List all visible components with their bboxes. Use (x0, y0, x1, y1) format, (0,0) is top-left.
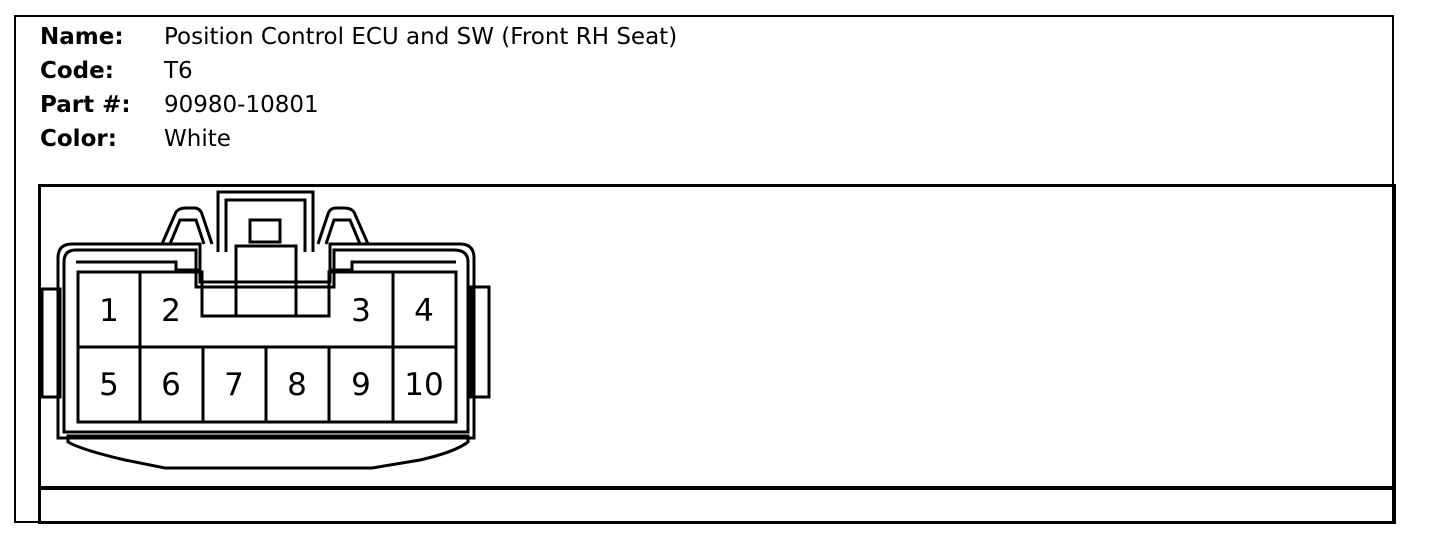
pin-8: 8 (287, 367, 307, 403)
connector-color: White (164, 126, 231, 152)
pin-6: 6 (161, 367, 181, 403)
name-label: Name: (40, 24, 124, 50)
code-label: Code: (40, 58, 114, 84)
color-label: Color: (40, 126, 117, 152)
connector-view-frame (38, 184, 1396, 524)
pin-1: 1 (99, 293, 119, 329)
connector-part-number: 90980-10801 (164, 92, 319, 118)
connector-name: Position Control ECU and SW (Front RH Se… (164, 24, 678, 50)
pin-7: 7 (224, 367, 244, 403)
pin-5: 5 (99, 367, 119, 403)
part-label: Part #: (40, 92, 131, 118)
pin-10: 10 (404, 367, 444, 403)
connector-code: T6 (164, 58, 193, 84)
pin-2: 2 (161, 293, 181, 329)
pin-9: 9 (351, 367, 371, 403)
frame-divider (38, 486, 1396, 490)
pin-4: 4 (414, 293, 434, 329)
pin-3: 3 (351, 293, 371, 329)
